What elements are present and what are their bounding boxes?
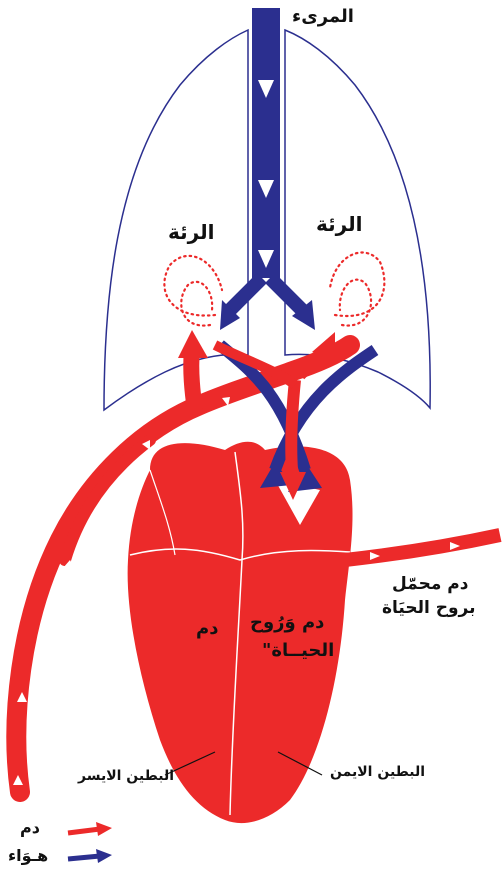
aorta-outflow (345, 535, 500, 560)
right-chamber-label-1: دم وَرُوح (250, 612, 324, 633)
trachea-label: المرىء (292, 6, 354, 27)
right-lung-label: الرئة (316, 212, 362, 236)
blood-into-heart (291, 380, 295, 470)
outflow-label-line1: دم محمّل (392, 574, 468, 594)
legend-air-label: هـوَاء (8, 846, 48, 865)
legend-blood-arrow (68, 822, 112, 836)
trachea-tube (252, 8, 280, 278)
legend-air-arrow (68, 849, 112, 863)
legend-blood-label: دم (20, 818, 40, 837)
left-chamber-label: دم (196, 618, 218, 639)
right-ventricle-label: البطين الايمن (330, 764, 425, 780)
left-lung-label: الرئة (168, 220, 214, 244)
left-ventricle-label: البطين الايسر (78, 768, 174, 784)
outflow-label-line2: بروح الحيَاة (382, 598, 476, 618)
pulmonary-to-left-lung (191, 350, 195, 410)
right-chamber-label-2: الحيــاة" (262, 640, 334, 661)
